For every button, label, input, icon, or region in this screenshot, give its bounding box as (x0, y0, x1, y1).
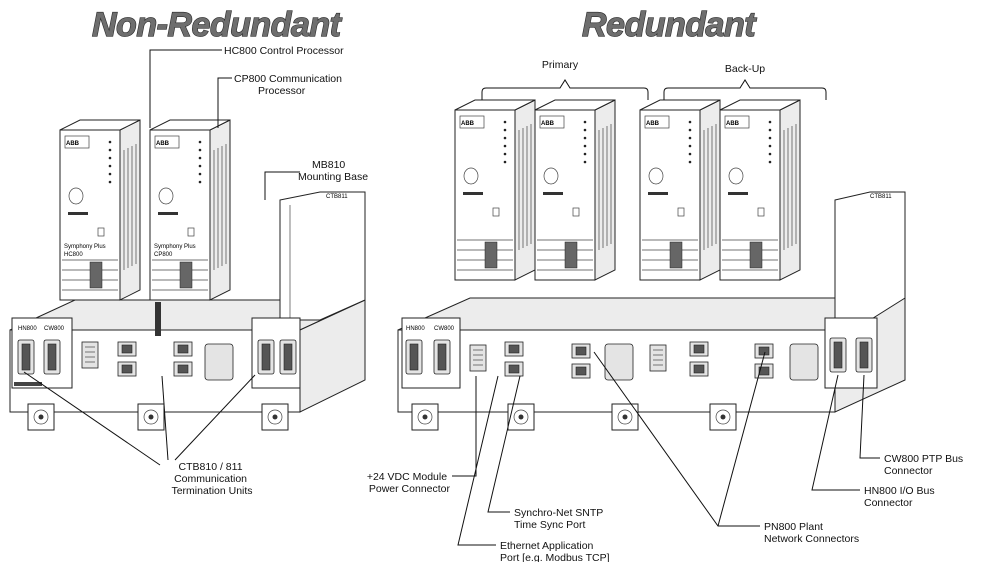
logo-hc800-left: ABB (66, 141, 80, 147)
logo-backup-cp: ABB (726, 121, 740, 127)
ctb-tag-left: CTB811 (326, 194, 348, 200)
non-redundant-title: Non-Redundant (92, 6, 343, 44)
model-cp800-left: CP800 (154, 252, 173, 258)
hn800-tag-left: HN800 (18, 326, 37, 332)
cw800-label: CW800 PTP Bus Connector (884, 453, 966, 477)
backup-label: Back-Up (725, 63, 765, 75)
backup-bracket (663, 79, 827, 100)
callout-lines (23, 49, 880, 546)
redundant-assembly (397, 99, 906, 431)
brand-hc800-left: Symphony Plus (64, 244, 106, 250)
cp800-label: CP800 Communication Processor (234, 73, 345, 97)
hn800-label: HN800 I/O Bus Connector (864, 485, 938, 509)
synchro-net-label: Synchro-Net SNTP Time Sync Port (514, 507, 606, 531)
hn800-tag-right: HN800 (406, 326, 425, 332)
mb810-label: MB810 Mounting Base (298, 159, 368, 183)
redundant-title: Redundant (582, 6, 757, 44)
backup-hc800-module (639, 99, 721, 281)
vdc-power-label: +24 VDC Module Power Connector (367, 471, 451, 495)
logo-primary-cp: ABB (541, 121, 555, 127)
hc800-module-left (59, 119, 141, 301)
primary-cp800-module (534, 99, 616, 281)
ctb-tag-right: CTB811 (870, 194, 892, 200)
ethernet-port-label: Ethernet Application Port [e.g. Modbus T… (500, 540, 610, 562)
brand-cp800-left: Symphony Plus (154, 244, 196, 250)
logo-primary-hc: ABB (461, 121, 475, 127)
primary-hc800-module (454, 99, 536, 281)
primary-bracket (481, 79, 649, 100)
pn800-label: PN800 Plant Network Connectors (764, 521, 859, 545)
non-redundant-assembly (9, 119, 366, 431)
logo-cp800-left: ABB (156, 141, 170, 147)
backup-cp800-module (719, 99, 801, 281)
cw800-tag-right: CW800 (434, 326, 455, 332)
model-hc800-left: HC800 (64, 252, 83, 258)
module-markings: ABB ABB ABB ABB ABB ABB Symphony Plus HC… (18, 121, 892, 332)
cw800-tag-left: CW800 (44, 326, 65, 332)
ctb810-label: CTB810 / 811 Communication Termination U… (171, 461, 252, 497)
logo-backup-hc: ABB (646, 121, 660, 127)
cp800-module-left (149, 119, 231, 301)
hc800-label: HC800 Control Processor (224, 45, 344, 57)
primary-label: Primary (542, 59, 579, 71)
